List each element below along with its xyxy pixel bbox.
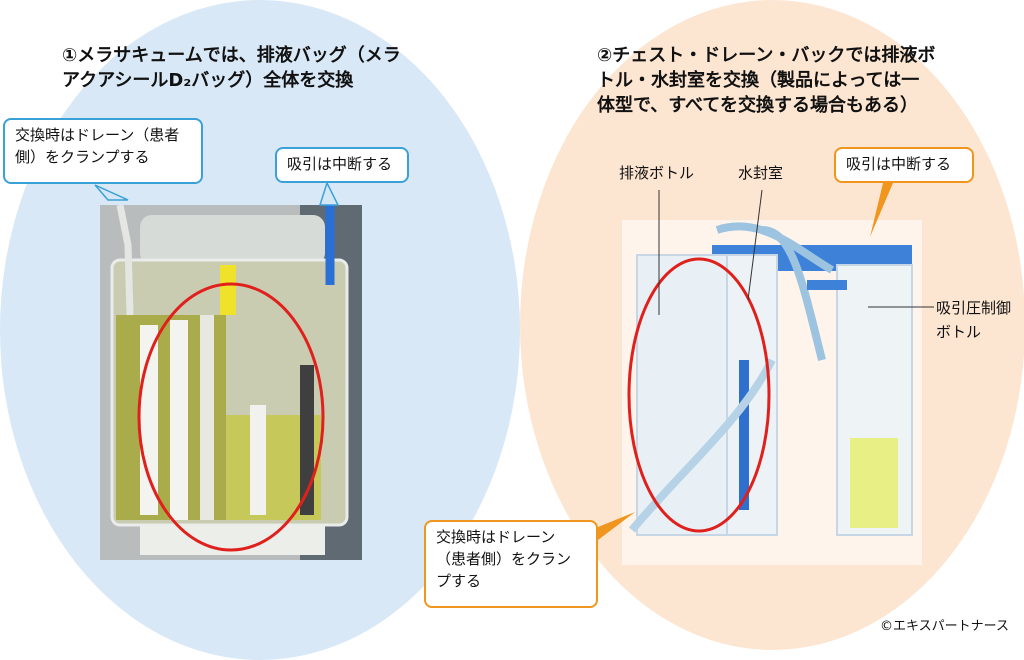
left-heading-line: アクアシールD₂バッグ）全体を交換: [62, 70, 354, 91]
callout-line: 交換時はドレーン: [436, 528, 556, 546]
right-heading-line: ②チェスト・ドレーン・バックでは排液ボ: [597, 45, 936, 66]
water-seal-scale: [739, 360, 749, 510]
callout-line: 側）をクランプする: [15, 148, 150, 166]
right-suction-callout: 吸引は中断する: [834, 147, 974, 183]
patient-drain-tube: [116, 205, 134, 316]
blue-connector: [807, 280, 847, 290]
left-clamp-pointer: [94, 184, 129, 201]
left-suction-pointer: [318, 181, 340, 206]
drain-bottle: [636, 254, 728, 536]
left-suction-callout: 吸引は中断する: [275, 147, 409, 183]
callout-text: 吸引は中断する: [287, 155, 393, 173]
callout-line: （患者側）をクラン: [436, 550, 572, 568]
callout-line: プする: [436, 572, 482, 590]
connecting-tube: [761, 226, 826, 361]
highlight-ring: [137, 282, 325, 552]
leader-lines: [94, 181, 934, 540]
chest-drain-bag-photo: [622, 220, 922, 565]
right-suction-pointer: [870, 183, 893, 237]
suction-control-bottle-label: 吸引圧制御 ボトル: [936, 296, 1011, 344]
right-clamp-pointer: [598, 512, 635, 540]
left-heading: ①メラサキュームでは、排液バッグ（メラ アクアシールD₂バッグ）全体を交換: [62, 43, 432, 93]
right-heading-line: トル・水封室を交換（製品によっては一: [597, 70, 920, 91]
copyright-text: ©エキスパートナース: [880, 619, 1009, 634]
right-clamp-callout: 交換時はドレーン （患者側）をクラン プする: [424, 520, 598, 608]
callout-text: 吸引は中断する: [846, 155, 952, 173]
scale-strip: [250, 405, 266, 515]
scale-strip: [170, 320, 188, 520]
left-heading-line: ①メラサキュームでは、排液バッグ（メラ: [62, 45, 401, 66]
right-heading-line: 体型で、すべてを交換する場合もある）: [597, 95, 918, 116]
callout-line: 交換時はドレーン（患者: [15, 126, 180, 144]
water-seal-leader: [747, 189, 763, 301]
device-top: [140, 215, 325, 265]
left-clamp-callout: 交換時はドレーン（患者 側）をクランプする: [3, 118, 203, 184]
highlight-ring: [627, 257, 771, 533]
patient-drain-tube: [628, 358, 776, 533]
label-line: ボトル: [936, 323, 982, 341]
yellow-clamp-tag: [220, 265, 236, 315]
drain-bottle-label: 排液ボトル: [619, 164, 695, 182]
merasacuum-photo: [100, 205, 362, 560]
scale-strip: [200, 315, 214, 520]
water-seal-label: 水封室: [738, 164, 784, 182]
suction-control-fluid: [850, 438, 898, 528]
dark-chamber: [300, 365, 314, 515]
right-heading: ②チェスト・ドレーン・バックでは排液ボ トル・水封室を交換（製品によっては一 体…: [597, 43, 957, 118]
label-line: 吸引圧制御: [936, 299, 1012, 317]
